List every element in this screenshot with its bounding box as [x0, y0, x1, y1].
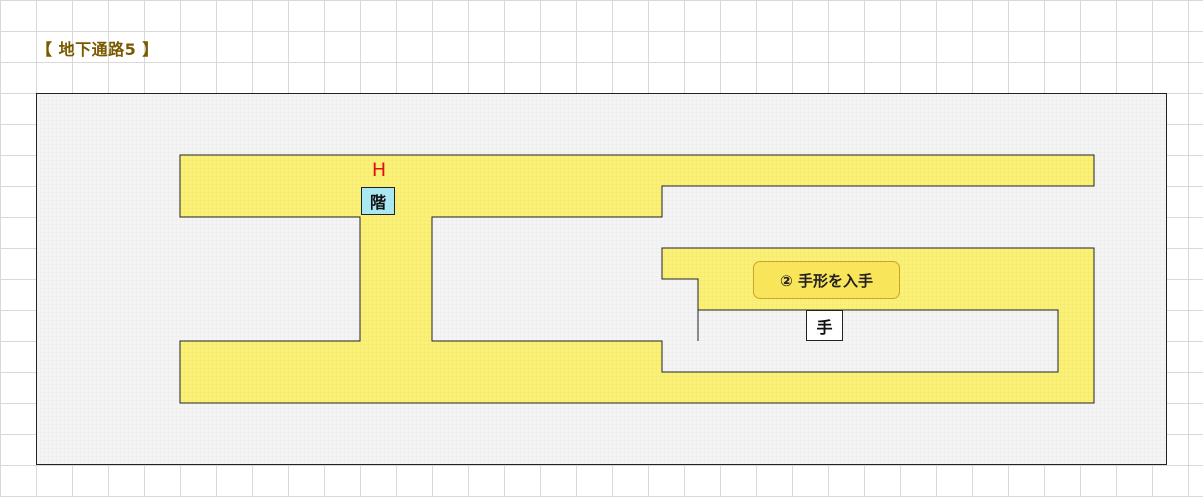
map-title: 【 地下通路5 】 [36, 40, 159, 59]
event-handprint-badge: ② 手形を入手 [753, 261, 900, 299]
hand-tile[interactable]: 手 [806, 310, 843, 341]
corridor-main [179, 154, 1095, 404]
stairs-tile[interactable]: 階 [361, 187, 395, 215]
stairs-marker: H [371, 159, 387, 181]
